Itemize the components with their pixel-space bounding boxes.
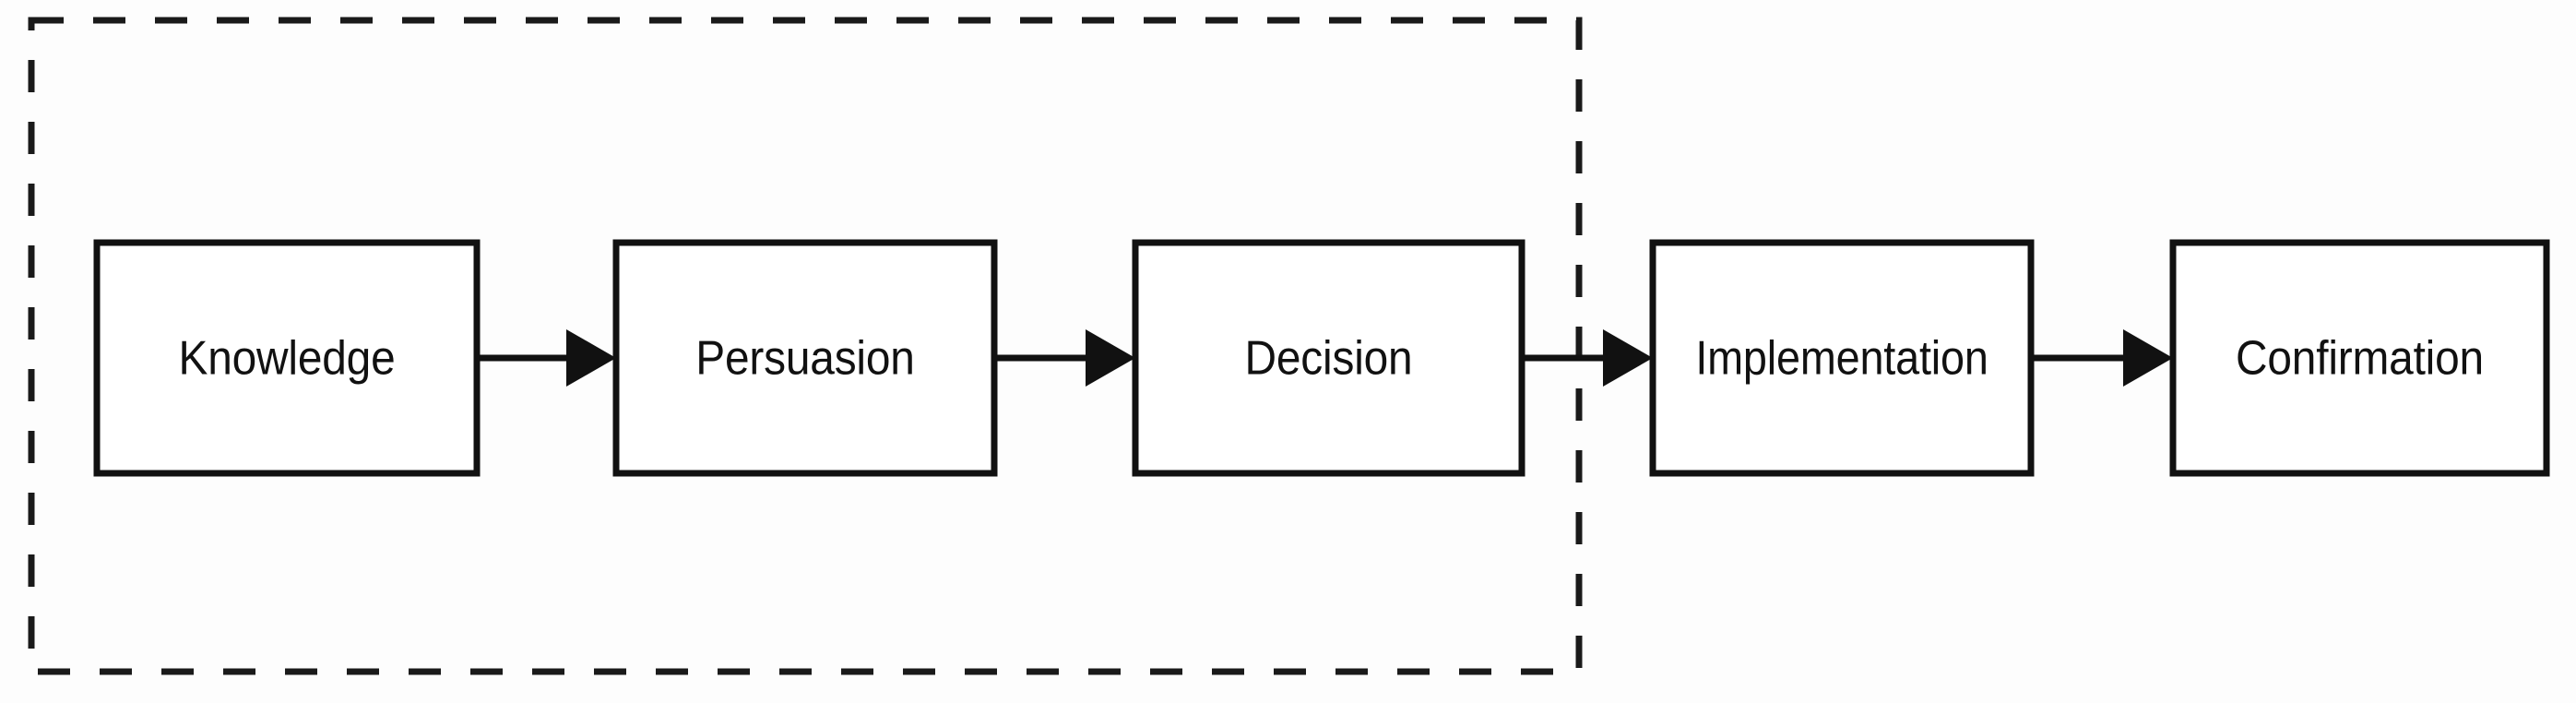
edge-knowledge-persuasion xyxy=(477,329,616,387)
arrowhead-icon xyxy=(2123,329,2173,387)
stage-label: Decision xyxy=(1245,331,1413,385)
stage-node-implementation[interactable]: Implementation xyxy=(1649,239,2035,477)
stage-label: Implementation xyxy=(1695,331,1988,385)
arrowhead-icon xyxy=(1086,329,1135,387)
stage-node-persuasion[interactable]: Persuasion xyxy=(612,239,998,477)
node-group: Knowledge Persuasion Decision Implementa… xyxy=(93,239,2550,477)
stage-label: Knowledge xyxy=(178,331,395,385)
stage-label: Persuasion xyxy=(695,331,914,385)
stage-node-confirmation[interactable]: Confirmation xyxy=(2169,239,2550,477)
stage-label: Confirmation xyxy=(2236,331,2484,385)
stage-box[interactable] xyxy=(612,239,998,477)
pre-adoption-dashed-group xyxy=(28,17,1583,675)
edge-group xyxy=(477,329,2173,387)
edge-decision-implementation xyxy=(1522,329,1653,387)
edge-persuasion-decision xyxy=(994,329,1135,387)
arrowhead-icon xyxy=(566,329,616,387)
stage-box[interactable] xyxy=(1132,239,1525,477)
stage-box[interactable] xyxy=(93,239,481,477)
arrowhead-icon xyxy=(1603,329,1653,387)
stage-box[interactable] xyxy=(2169,239,2550,477)
stage-box[interactable] xyxy=(1649,239,2035,477)
stage-node-decision[interactable]: Decision xyxy=(1132,239,1525,477)
stage-node-knowledge[interactable]: Knowledge xyxy=(93,239,481,477)
edge-implementation-confirmation xyxy=(2031,329,2173,387)
